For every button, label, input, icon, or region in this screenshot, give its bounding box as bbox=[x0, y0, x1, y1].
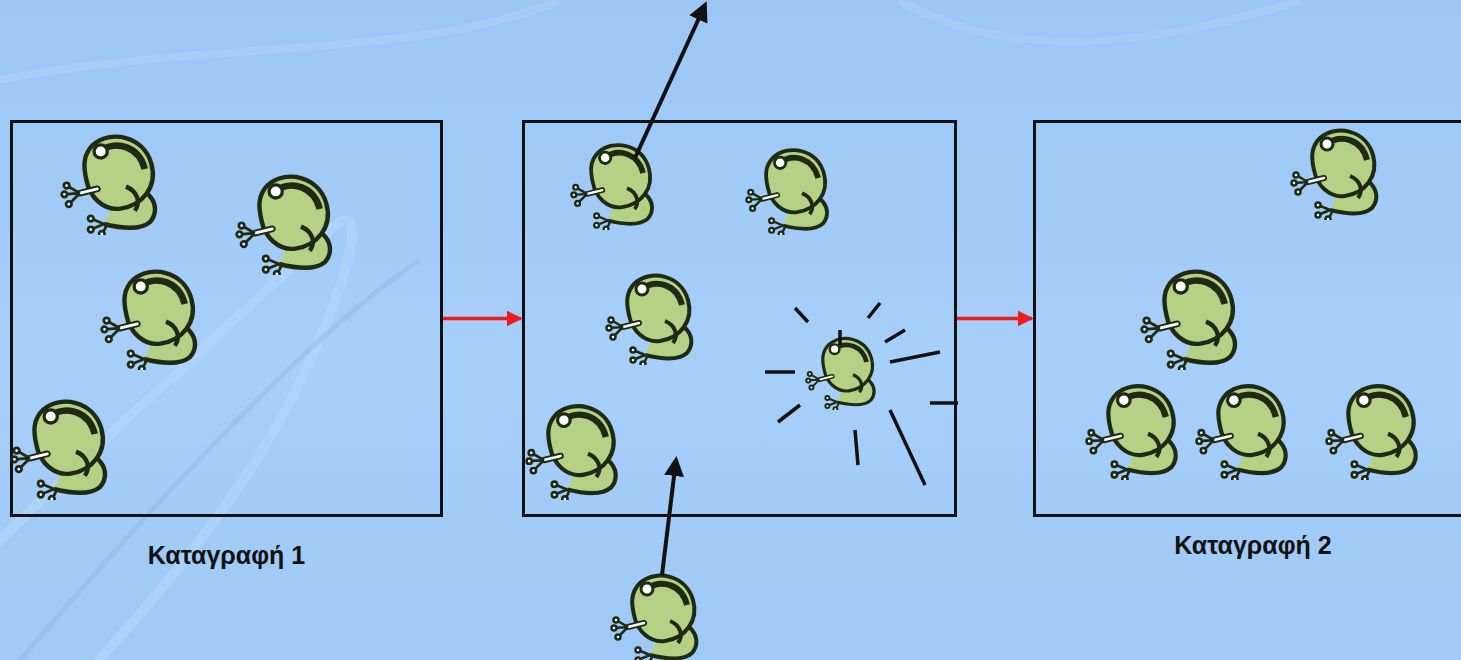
transition-arrow bbox=[443, 317, 521, 321]
newborn-frog bbox=[806, 338, 874, 411]
frog bbox=[1142, 272, 1235, 372]
frog bbox=[1327, 386, 1416, 481]
frog bbox=[607, 276, 692, 367]
frog bbox=[102, 272, 195, 372]
swirl bbox=[0, 220, 352, 660]
swirl bbox=[0, 0, 560, 80]
survey-label: Καταγραφή 2 bbox=[996, 531, 1461, 560]
population-box: Καταγραφή 1 bbox=[10, 120, 443, 517]
frog bbox=[237, 177, 330, 277]
frog bbox=[12, 402, 105, 502]
frog bbox=[1197, 386, 1286, 481]
frog bbox=[746, 150, 827, 236]
swirl bbox=[20, 260, 420, 660]
population-box bbox=[522, 120, 957, 517]
frog bbox=[612, 576, 697, 660]
frog bbox=[571, 145, 652, 231]
transition-arrow bbox=[957, 317, 1032, 321]
frog-group bbox=[12, 131, 1416, 660]
frog bbox=[62, 137, 155, 237]
population-box: Καταγραφή 2 bbox=[1033, 120, 1461, 517]
emigration-arrow bbox=[635, 5, 705, 158]
swirl bbox=[900, 0, 1300, 41]
frog bbox=[1087, 386, 1176, 481]
frog bbox=[527, 406, 616, 501]
birth-burst bbox=[765, 303, 958, 485]
survey-label: Καταγραφή 1 bbox=[0, 541, 480, 570]
frog bbox=[1292, 131, 1377, 222]
immigration-arrow bbox=[662, 460, 676, 575]
